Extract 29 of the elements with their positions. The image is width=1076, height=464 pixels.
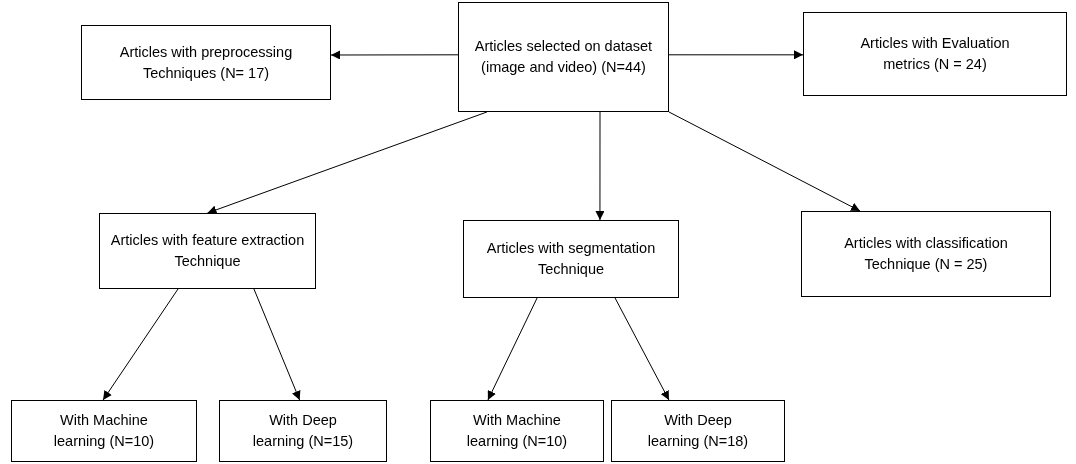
process-box xyxy=(801,211,1051,297)
arrow xyxy=(668,50,804,60)
box-text: Articles with segmentation Technique xyxy=(485,239,657,279)
arrow xyxy=(330,50,459,60)
box-text: With Deep learning (N=18) xyxy=(646,411,750,451)
arrow xyxy=(253,288,301,401)
box-text: Articles with Evaluation metrics (N = 24) xyxy=(859,34,1011,74)
arrow xyxy=(595,111,605,221)
process-box xyxy=(803,12,1067,96)
process-box xyxy=(458,2,669,112)
arrow xyxy=(668,111,861,212)
process-box xyxy=(81,25,331,100)
arrow xyxy=(102,288,179,401)
process-box xyxy=(611,400,785,462)
box-text: With Machine learning (N=10) xyxy=(52,411,156,451)
box-text: Articles selected on dataset (image and video) (N=44) xyxy=(473,37,654,77)
process-box xyxy=(430,400,604,462)
arrow xyxy=(614,297,670,401)
process-box xyxy=(463,220,679,298)
box-text: With Machine learning (N=10) xyxy=(465,411,569,451)
box-text: With Deep learning (N=15) xyxy=(251,411,355,451)
process-box xyxy=(219,400,387,462)
process-box xyxy=(11,400,197,462)
box-text: Articles with classification Technique (N = 25) xyxy=(843,234,1009,274)
box-text: Articles with feature extraction Technique xyxy=(109,231,306,271)
box-text: Articles with preprocessing Techniques (N= 17) xyxy=(118,42,294,83)
arrow xyxy=(207,111,488,215)
process-box xyxy=(99,213,316,289)
arrow xyxy=(487,297,538,401)
